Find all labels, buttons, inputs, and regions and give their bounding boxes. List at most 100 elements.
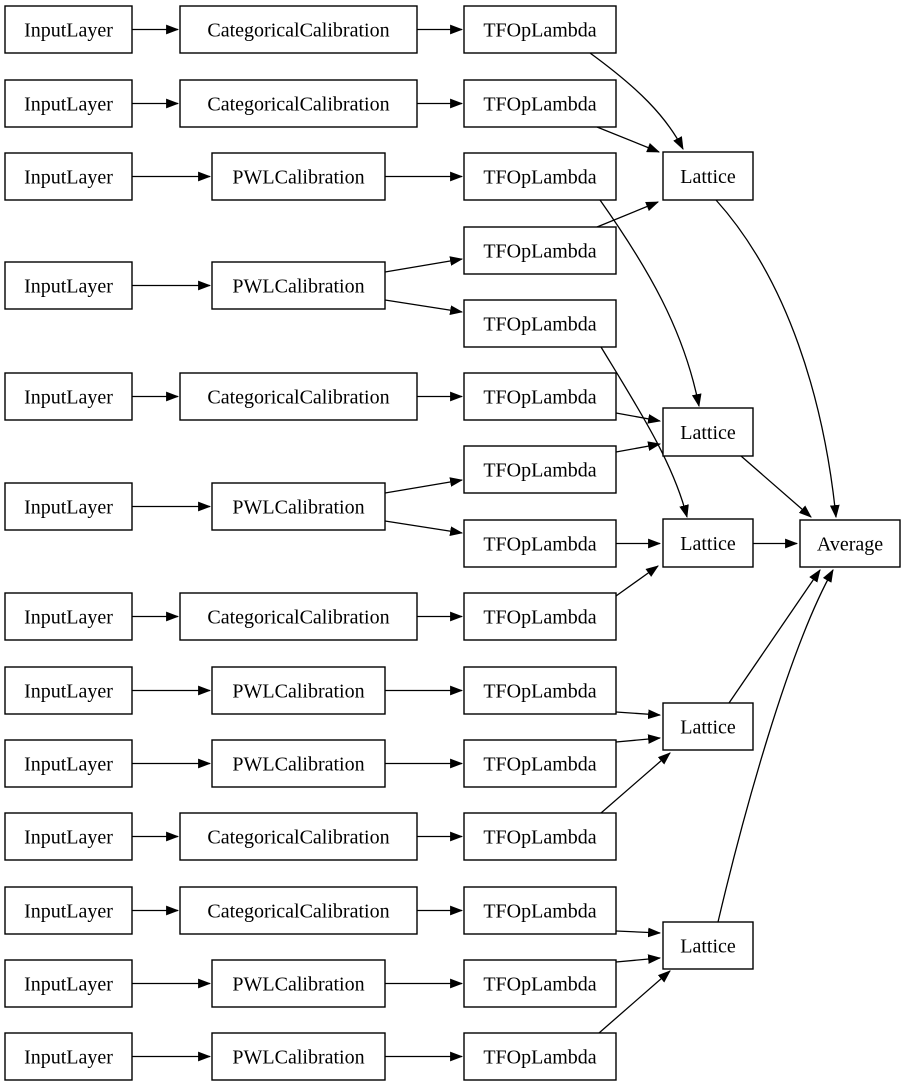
node-label: TFOpLambda <box>483 460 596 482</box>
node-tf-op-lambda-13: TFOpLambda <box>463 886 617 935</box>
node-label: Lattice <box>680 936 736 958</box>
node-label: TFOpLambda <box>483 974 596 996</box>
node-label: Lattice <box>680 717 736 739</box>
node-label: InputLayer <box>24 827 113 849</box>
node-label: InputLayer <box>24 167 113 189</box>
node-label: InputLayer <box>24 681 113 703</box>
node-tf-op-lambda-9: TFOpLambda <box>463 592 617 641</box>
node-label: TFOpLambda <box>483 681 596 703</box>
edge-lambda9-lattice3 <box>615 565 659 597</box>
node-label: InputLayer <box>24 276 113 298</box>
node-categorical-calibration-1: CategoricalCalibration <box>179 5 418 54</box>
node-label: TFOpLambda <box>483 827 596 849</box>
node-pwl-calibration-7: PWLCalibration <box>211 1032 386 1081</box>
node-label: TFOpLambda <box>483 94 596 116</box>
edge-lambda6-lattice2 <box>615 412 662 424</box>
edge-lambda13-lattice5 <box>615 927 662 938</box>
edge-lattice4-average <box>728 569 821 704</box>
node-input-layer-5: InputLayer <box>4 372 133 421</box>
node-pwl-calibration-6: PWLCalibration <box>211 959 386 1008</box>
node-tf-op-lambda-8: TFOpLambda <box>463 519 617 568</box>
node-lattice-4: Lattice <box>662 702 754 751</box>
node-label: TFOpLambda <box>483 754 596 776</box>
node-tf-op-lambda-12: TFOpLambda <box>463 812 617 861</box>
node-categorical-calibration-5: CategoricalCalibration <box>179 812 418 861</box>
node-label: TFOpLambda <box>483 387 596 409</box>
node-categorical-calibration-2: CategoricalCalibration <box>179 79 418 128</box>
edge-cal6-lambda8 <box>384 520 464 536</box>
node-label: CategoricalCalibration <box>207 827 389 849</box>
node-tf-op-lambda-11: TFOpLambda <box>463 739 617 788</box>
node-input-layer-8: InputLayer <box>4 666 133 715</box>
edge-cal6-lambda7 <box>384 477 464 494</box>
node-label: PWLCalibration <box>232 681 364 703</box>
node-input-layer-12: InputLayer <box>4 959 133 1008</box>
node-input-layer-7: InputLayer <box>4 592 133 641</box>
node-label: TFOpLambda <box>483 534 596 556</box>
node-lattice-1: Lattice <box>662 151 754 201</box>
edge-lambda10-lattice4 <box>615 709 662 720</box>
node-tf-op-lambda-4: TFOpLambda <box>463 226 617 275</box>
node-input-layer-11: InputLayer <box>4 886 133 935</box>
node-label: TFOpLambda <box>483 901 596 923</box>
edge-lambda14-lattice5 <box>615 954 662 964</box>
node-label: TFOpLambda <box>483 241 596 263</box>
node-label: Average <box>817 534 883 556</box>
node-input-layer-1: InputLayer <box>4 5 133 54</box>
edge-lattice2-average <box>740 455 812 518</box>
node-label: InputLayer <box>24 497 113 519</box>
node-label: CategoricalCalibration <box>207 387 389 409</box>
node-input-layer-2: InputLayer <box>4 79 133 128</box>
node-label: CategoricalCalibration <box>207 94 389 116</box>
node-tf-op-lambda-7: TFOpLambda <box>463 445 617 494</box>
node-input-layer-9: InputLayer <box>4 739 133 788</box>
node-input-layer-13: InputLayer <box>4 1032 133 1081</box>
node-label: Lattice <box>680 166 736 188</box>
node-tf-op-lambda-5: TFOpLambda <box>463 299 617 348</box>
node-lattice-5: Lattice <box>662 921 754 970</box>
edge-lambda12-lattice4 <box>600 752 671 814</box>
node-label: Lattice <box>680 533 736 555</box>
node-label: TFOpLambda <box>483 20 596 42</box>
node-label: PWLCalibration <box>232 1047 364 1069</box>
node-categorical-calibration-3: CategoricalCalibration <box>179 372 418 421</box>
edge-lambda11-lattice4 <box>615 734 662 744</box>
node-label: TFOpLambda <box>483 167 596 189</box>
node-label: InputLayer <box>24 387 113 409</box>
node-input-layer-6: InputLayer <box>4 482 133 531</box>
edge-lattice5-average <box>717 569 834 923</box>
node-label: InputLayer <box>24 754 113 776</box>
edge-lambda3-lattice2 <box>599 199 702 408</box>
node-label: PWLCalibration <box>232 276 364 298</box>
node-label: InputLayer <box>24 607 113 629</box>
edge-cal4-lambda5 <box>384 299 464 315</box>
node-label: InputLayer <box>24 94 113 116</box>
edge-cal4-lambda4 <box>384 256 464 273</box>
node-label: Lattice <box>680 422 736 444</box>
node-label: PWLCalibration <box>232 497 364 519</box>
node-label: CategoricalCalibration <box>207 901 389 923</box>
node-label: TFOpLambda <box>483 607 596 629</box>
node-label: TFOpLambda <box>483 1047 596 1069</box>
edge-lattice1-average <box>715 199 840 519</box>
node-tf-op-lambda-1: TFOpLambda <box>463 5 617 54</box>
node-label: PWLCalibration <box>232 974 364 996</box>
node-label: InputLayer <box>24 901 113 923</box>
node-label: PWLCalibration <box>232 167 364 189</box>
edge-lambda2-lattice1 <box>596 126 661 153</box>
node-label: PWLCalibration <box>232 754 364 776</box>
edge-lambda7-lattice2 <box>615 441 662 453</box>
node-categorical-calibration-4: CategoricalCalibration <box>179 592 418 641</box>
node-tf-op-lambda-10: TFOpLambda <box>463 666 617 715</box>
node-label: TFOpLambda <box>483 314 596 336</box>
node-tf-op-lambda-15: TFOpLambda <box>463 1032 617 1081</box>
node-input-layer-4: InputLayer <box>4 261 133 310</box>
node-average: Average <box>799 519 901 568</box>
node-label: CategoricalCalibration <box>207 20 389 42</box>
edge-lambda5-lattice3 <box>600 346 689 519</box>
node-pwl-calibration-5: PWLCalibration <box>211 739 386 788</box>
node-label: InputLayer <box>24 20 113 42</box>
node-label: CategoricalCalibration <box>207 607 389 629</box>
